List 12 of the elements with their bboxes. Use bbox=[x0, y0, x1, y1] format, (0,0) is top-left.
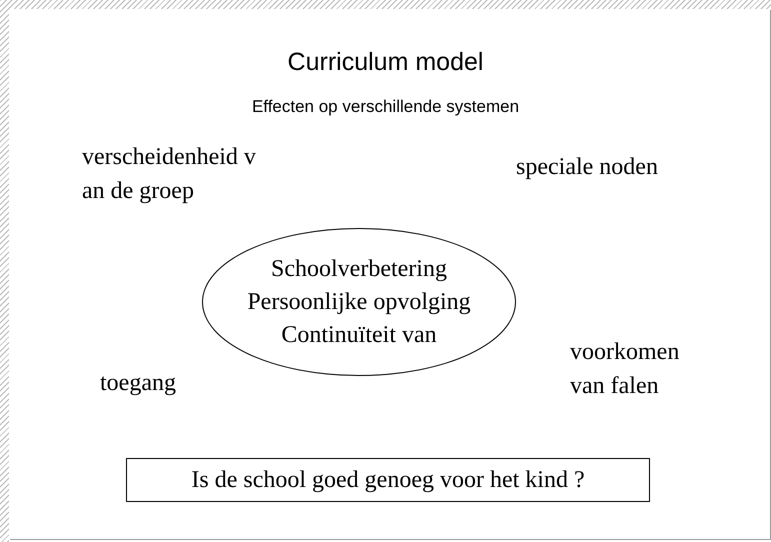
label-text: verscheidenheid van de groep bbox=[82, 143, 257, 206]
text-box bbox=[126, 458, 650, 502]
node-text: Is de school goed genoeg voor het kind ? bbox=[191, 466, 585, 494]
node-text: Schoolverbetering bbox=[271, 254, 447, 284]
slide-title: Curriculum model bbox=[286, 47, 484, 78]
subtitle: Effecten op verschillende systemen bbox=[250, 96, 520, 118]
node-text: Continuïteit van bbox=[281, 320, 437, 350]
label-text: toegang bbox=[100, 369, 176, 398]
label-text: speciale noden bbox=[516, 153, 658, 182]
ellipse-shape bbox=[202, 228, 516, 376]
node-text: Persoonlijke opvolging bbox=[247, 288, 471, 316]
label-text: voorkomen van falen bbox=[570, 338, 680, 401]
